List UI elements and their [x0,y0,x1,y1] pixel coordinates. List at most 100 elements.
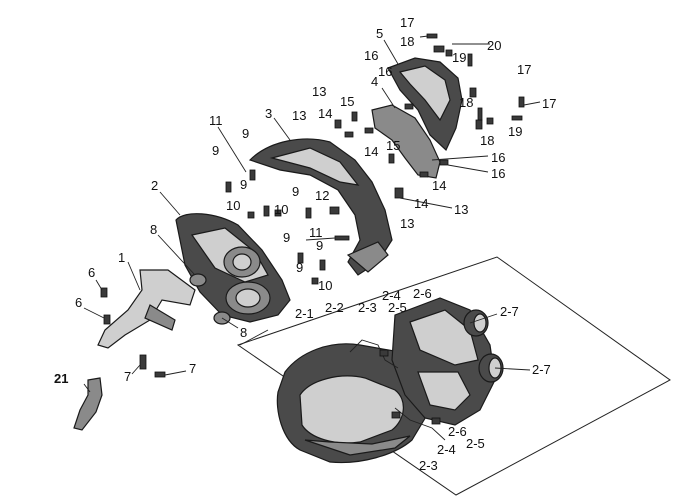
callout-12: 12 [315,188,329,203]
callout-17-c: 17 [542,96,556,111]
screw-9-f [319,259,326,271]
bolt-17-a [426,33,438,39]
screw-15-a [351,111,358,122]
grommet-8-left [189,273,207,287]
callout-5: 5 [376,26,383,41]
clip-12 [329,206,340,215]
wire-harness [349,339,446,441]
callout-11-a: 11 [209,113,223,128]
callout-9-d: 9 [292,184,299,199]
washer-19-b [486,117,494,125]
callout-18-a: 18 [400,34,414,49]
screw-20-a [467,53,473,67]
callout-16-b: 16 [378,64,392,79]
bolt-7-right [154,371,166,378]
callout-2-6-bottom: 2-6 [448,424,467,439]
bulb-cap-upper-face [473,313,487,333]
callout-14-a: 14 [318,106,332,121]
callout-2: 2 [151,178,158,193]
spring-13-a [334,119,342,129]
inner-cover-3-highlight [269,147,360,186]
callout-15-a: 15 [340,94,354,109]
callout-11-b: 11 [309,225,323,240]
callout-21: 21 [54,371,68,386]
headlamp-reflector-2-core [235,288,261,308]
inner-cover-3 [248,138,393,276]
bolt-17-b [518,96,525,108]
screw-9-a [225,181,232,193]
bolt-6-upper [100,287,108,298]
callout-2-4-top: 2-4 [382,288,401,303]
callout-17-a: 17 [400,15,414,30]
callout-7-b: 7 [189,361,196,376]
callout-3: 3 [265,106,272,121]
callout-9-a: 9 [212,143,219,158]
screw-15-b [388,153,395,164]
callout-2-3-top: 2-3 [358,300,377,315]
callout-16-d: 16 [491,166,505,181]
screw-14-c [419,171,429,178]
connector-2-4 [379,349,389,357]
callout-16-a: 16 [364,48,378,63]
callout-10-a: 10 [226,198,240,213]
callout-16-c: 16 [491,150,505,165]
callout-7-a: 7 [124,369,131,384]
callout-18-b: 18 [459,95,473,110]
bolt-17-c [511,115,523,121]
callout-14-d: 14 [414,196,428,211]
reflector-window-upper [409,309,479,366]
callout-2-4-bottom: 2-4 [437,442,456,457]
callout-8-b: 8 [240,325,247,340]
callout-10-b: 10 [274,202,288,217]
callout-18-c: 18 [480,133,494,148]
inner-cover-3-lower [346,241,389,273]
callout-15-b: 15 [386,138,400,153]
bolt-16-b [439,159,449,166]
callout-1: 1 [118,250,125,265]
screw-9-c [263,205,270,217]
washer-19-a [445,49,453,57]
callout-9-b: 9 [242,126,249,141]
callout-4: 4 [371,74,378,89]
screw-9-d [305,207,312,219]
connector-2-5 [391,411,401,419]
nut-10-c [311,277,319,285]
spring-18-b [469,87,477,98]
leader-lines [83,35,541,393]
callout-9-e: 9 [283,230,290,245]
callout-2-5-bottom: 2-5 [466,436,485,451]
headlamp-reflector-1-core [232,253,252,271]
callout-14-b: 14 [364,144,378,159]
callout-2-3-bottom: 2-3 [419,458,438,473]
screw-9-e [297,252,304,264]
screw-14-a [344,131,354,138]
housing-lower-rim [304,435,411,456]
bolt-16-a [404,103,414,110]
callout-19-a: 19 [452,50,466,65]
screw-11 [334,235,350,241]
callout-20: 20 [487,38,501,53]
callout-2-5-top: 2-5 [388,300,407,315]
callout-labels: 1 2 3 4 5 6 6 7 7 8 8 9 9 9 9 9 9 9 10 1… [54,15,556,473]
screw-14-b [364,127,374,134]
hardware-group [100,33,525,378]
callout-6-b: 6 [75,295,82,310]
spring-18-c [475,119,483,130]
stay-bracket-21 [73,377,103,431]
callout-9-g: 9 [296,260,303,275]
callout-13-a: 13 [292,108,306,123]
callout-19-b: 19 [508,124,522,139]
housing-inner-lens [299,375,404,444]
callout-2-2: 2-2 [325,300,344,315]
callout-17-b: 17 [517,62,531,77]
callout-13-d: 13 [454,202,468,217]
callout-9-f: 9 [316,238,323,253]
callout-2-1: 2-1 [295,306,314,321]
callout-14-c: 14 [432,178,446,193]
bolt-6-lower [103,314,111,325]
nut-10-b [274,209,282,217]
callout-2-6-top: 2-6 [413,286,432,301]
callout-13-b: 13 [312,84,326,99]
callout-6-a: 6 [88,265,95,280]
